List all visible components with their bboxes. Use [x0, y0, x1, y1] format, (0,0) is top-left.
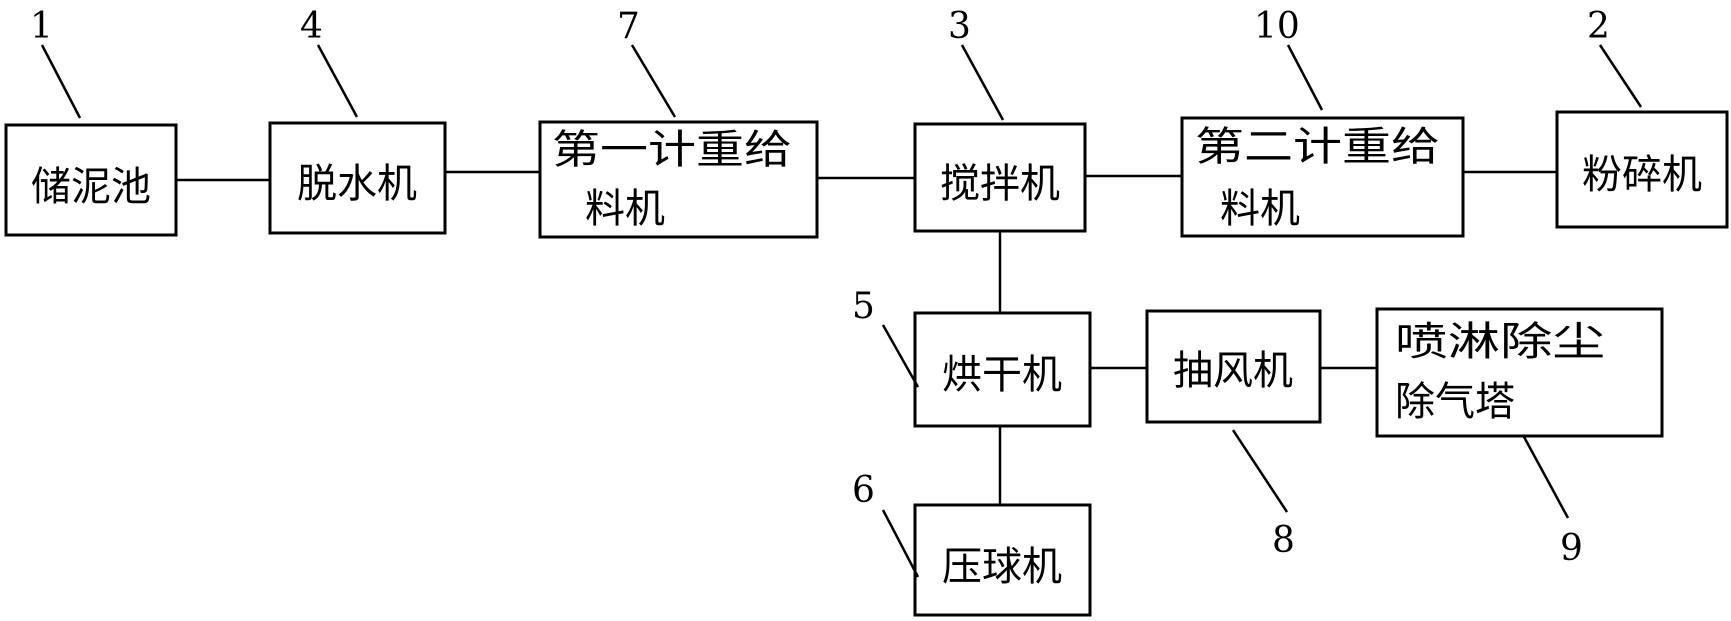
label-10: 10	[1254, 6, 1300, 47]
number-labels: 1 4 7 3 10 2 5 6 8 9	[30, 6, 1610, 569]
leader-10	[1286, 44, 1324, 111]
box-crusher: 粉碎机	[1555, 110, 1729, 229]
box-exhaust-fan: 抽风机	[1145, 309, 1322, 424]
label-2: 2	[1587, 6, 1610, 47]
label-7: 7	[617, 6, 640, 47]
box-feeder-2-line-1: 第二计重给	[1195, 124, 1440, 170]
box-dryer: 烘干机	[913, 311, 1092, 428]
leader-9	[1521, 434, 1570, 519]
box-spray-tower-line-1: 喷淋除尘	[1395, 319, 1605, 365]
label-1: 1	[30, 6, 53, 47]
leader-3	[960, 44, 1005, 121]
box-spray-tower-line-2: 除气塔	[1395, 379, 1515, 425]
box-dewatering: 脱水机	[268, 121, 447, 235]
box-feeder-1: 第一计重给 料机	[538, 120, 819, 239]
box-spray-tower: 喷淋除尘 除气塔	[1375, 307, 1664, 438]
box-feeder-2: 第二计重给 料机	[1180, 116, 1465, 238]
box-storage-tank-label: 储泥池	[31, 164, 151, 210]
box-storage-tank: 储泥池	[4, 123, 178, 237]
box-dryer-label: 烘干机	[942, 352, 1062, 398]
connections	[176, 170, 1557, 505]
box-ball-press-label: 压球机	[942, 544, 1062, 590]
leader-lines	[40, 44, 1643, 578]
box-feeder-1-line-2: 料机	[585, 186, 665, 232]
box-feeder-2-line-2: 料机	[1220, 186, 1300, 232]
box-mixer: 搅拌机	[913, 122, 1087, 233]
leader-8	[1231, 429, 1289, 513]
label-6: 6	[852, 470, 875, 511]
leader-5	[881, 324, 920, 388]
box-dewatering-label: 脱水机	[297, 161, 417, 207]
label-3: 3	[948, 6, 971, 47]
label-8: 8	[1272, 520, 1295, 561]
leader-6	[881, 509, 920, 578]
leader-7	[630, 44, 677, 118]
box-crusher-label: 粉碎机	[1582, 152, 1702, 198]
box-feeder-1-line-1: 第一计重给	[552, 127, 792, 173]
label-5: 5	[852, 286, 875, 327]
box-exhaust-fan-label: 抽风机	[1173, 348, 1293, 394]
leader-4	[316, 44, 359, 118]
box-ball-press: 压球机	[913, 503, 1092, 617]
label-9: 9	[1560, 528, 1583, 569]
label-4: 4	[300, 6, 323, 47]
box-mixer-label: 搅拌机	[940, 161, 1060, 207]
leader-2	[1598, 44, 1643, 108]
leader-1	[40, 44, 82, 119]
